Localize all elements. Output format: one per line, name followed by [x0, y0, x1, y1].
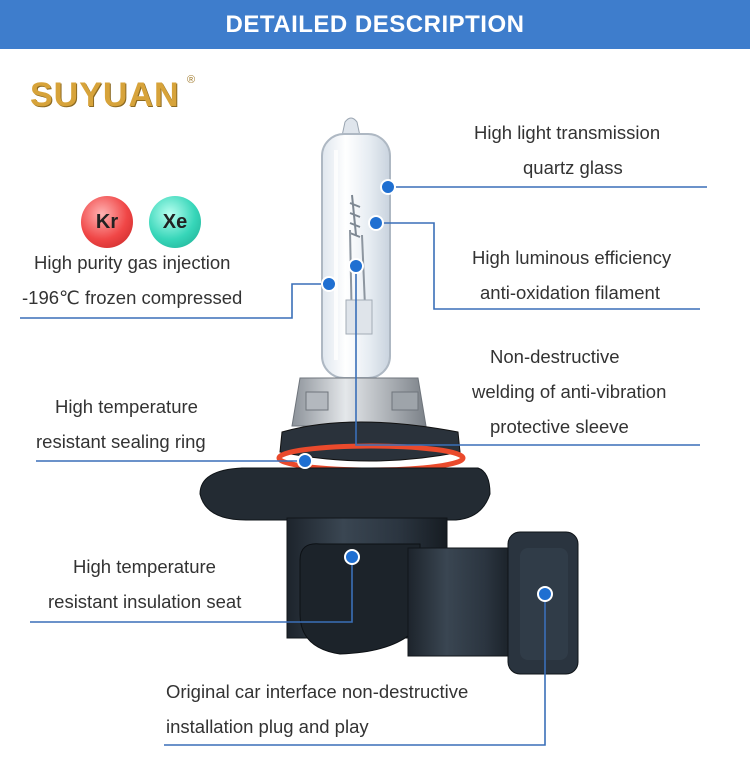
section-title-banner: DETAILED DESCRIPTION	[0, 0, 750, 49]
xenon-badge: Xe	[149, 196, 201, 248]
quartz-label-line2: quartz glass	[523, 157, 623, 178]
sleeve-label-line2: welding of anti-vibration	[472, 381, 667, 402]
filament-label-line1: High luminous efficiency	[472, 247, 672, 268]
interface-label-line2: installation plug and play	[166, 716, 369, 737]
metal-base	[291, 377, 427, 427]
sleeve-label-line1: Non-destructive	[490, 346, 620, 367]
sleeve-label-line3: protective sleeve	[490, 416, 629, 437]
insulation-seat-label-line1: High temperature	[73, 556, 216, 577]
insulation-seat-housing	[199, 467, 579, 675]
quartz-glass-capsule	[321, 117, 391, 379]
brand-logo: SUYUAN	[30, 76, 180, 114]
registered-mark: ®	[187, 74, 196, 86]
krypton-badge: Kr	[81, 196, 133, 248]
interface-label-line1: Original car interface non-destructive	[166, 681, 469, 702]
sealing-ring-label-line2: resistant sealing ring	[36, 431, 206, 452]
leader-lines	[20, 186, 707, 746]
gas-label-line1: High purity gas injection	[34, 252, 231, 273]
quartz-label-line1: High light transmission	[474, 122, 661, 143]
insulation-seat-label-line2: resistant insulation seat	[48, 591, 242, 612]
filament-label-line2: anti-oxidation filament	[480, 282, 660, 303]
gas-label-line2: -196℃ frozen compressed	[22, 287, 243, 308]
sealing-ring-label-line1: High temperature	[55, 396, 198, 417]
callout-dots	[297, 179, 553, 602]
